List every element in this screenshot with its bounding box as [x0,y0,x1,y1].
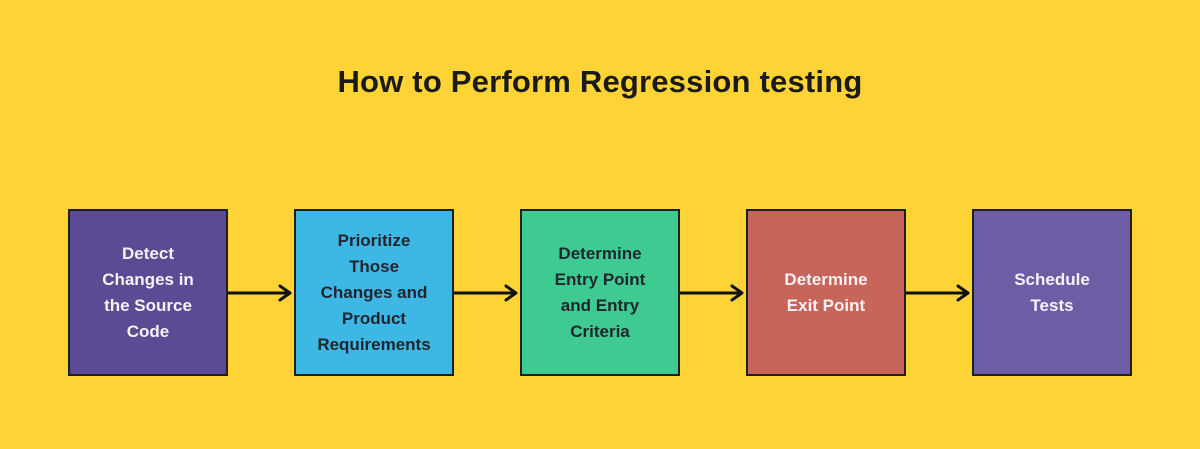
flowchart: Detect Changes in the Source Code Priori… [0,209,1200,376]
flow-step-label: Determine Entry Point and Entry Criteria [554,243,646,341]
flow-step-label: Detect Changes in the Source Code [102,243,194,341]
flow-step-3: Determine Entry Point and Entry Criteria [520,209,680,376]
flow-step-label: Schedule Tests [1014,269,1090,315]
flow-step-label: Determine Exit Point [784,269,868,315]
flow-step-1: Detect Changes in the Source Code [68,209,228,376]
arrow-right-icon [228,284,292,301]
flow-step-5: Schedule Tests [972,209,1132,376]
flow-step-2: Prioritize Those Changes and Product Req… [294,209,454,376]
flow-step-4: Determine Exit Point [746,209,906,376]
arrow-right-icon [680,284,744,301]
flow-step-label: Prioritize Those Changes and Product Req… [317,230,431,354]
page-title: How to Perform Regression testing [337,64,863,99]
arrow-right-icon [906,284,970,301]
arrow-right-icon [454,284,518,301]
